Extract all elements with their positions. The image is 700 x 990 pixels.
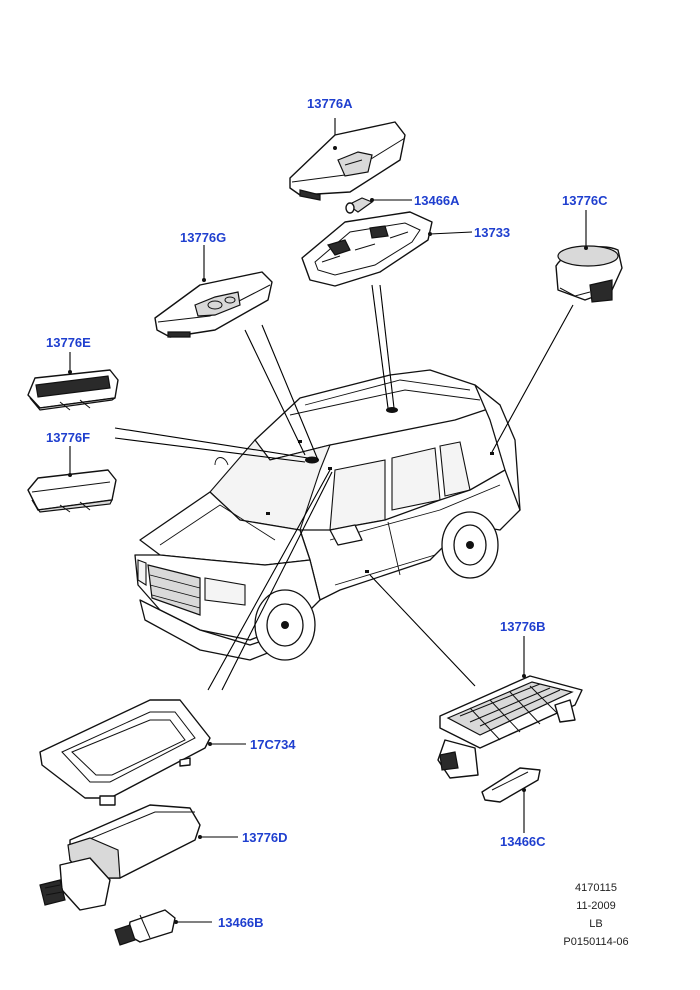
callout-17C734[interactable]: 17C734 [250,737,296,752]
diagram-region: LB [589,918,602,930]
vehicle-illustration [134,369,521,661]
callout-13776D[interactable]: 13776D [242,830,288,845]
callout-13466B[interactable]: 13466B [218,915,264,930]
diagram-reference: P0150114-06 [563,936,628,948]
leader-lines [69,118,587,923]
part-13776G-switch [154,271,273,338]
callout-13776B[interactable]: 13776B [500,619,546,634]
callout-13776C[interactable]: 13776C [562,193,608,208]
part-13776E-switch [27,369,119,411]
callout-13466A[interactable]: 13466A [414,193,460,208]
callout-13776A[interactable]: 13776A [307,96,353,111]
part-13466B-bulb [114,909,178,946]
diagram-date: 11-2009 [576,900,616,912]
part-13776A-switch [289,121,406,201]
part-13776B-lamp [437,674,583,779]
diagram-code: 4170115 [575,882,617,894]
callout-13733[interactable]: 13733 [474,225,510,240]
part-13776D-lamp [39,804,202,911]
callout-13776F[interactable]: 13776F [46,430,90,445]
diagram-reference-block: 4170115 11-2009 LB P0150114-06 [563,882,628,948]
callout-13776E[interactable]: 13776E [46,335,91,350]
part-17C734-bezel [39,699,212,806]
callout-labels: 13776A 13466A 13733 13776C 13776G 13776E… [46,96,608,930]
callout-13776G[interactable]: 13776G [180,230,226,245]
part-13466A-bulb [345,197,374,214]
callout-13466C[interactable]: 13466C [500,834,546,849]
part-13776F-switch [27,469,117,513]
part-13733-bezel [301,211,433,287]
part-13776C-lamp [555,245,623,303]
part-13466C-bulb [481,767,541,803]
